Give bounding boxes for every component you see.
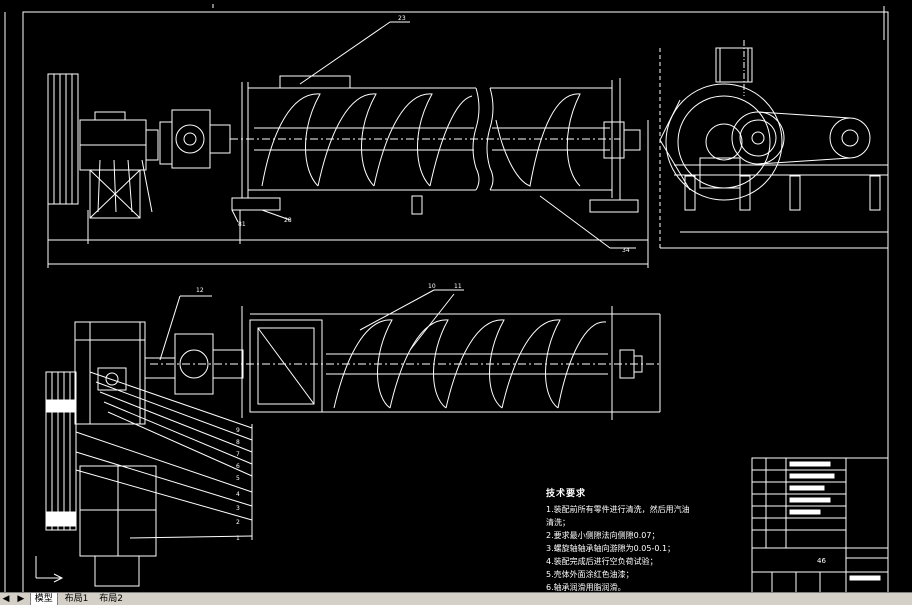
leader-num-9: 9 bbox=[236, 427, 240, 434]
tab-layout2[interactable]: 布局2 bbox=[99, 594, 123, 604]
requirements-title: 技术要求 bbox=[546, 489, 587, 499]
balloon-12: 12 bbox=[196, 287, 204, 294]
leader-num-3: 3 bbox=[236, 505, 240, 512]
sheet-number: 46 bbox=[817, 557, 826, 565]
tab-layout1[interactable]: 布局1 bbox=[64, 594, 89, 604]
requirement-item: 1.装配前所有零件进行清洗，然后用汽油 bbox=[546, 505, 690, 514]
leader-num-4: 4 bbox=[236, 491, 240, 498]
balloon-28: 28 bbox=[284, 217, 292, 224]
title-block bbox=[751, 457, 889, 594]
requirement-item: 3.螺旋轴轴承轴向游隙为0.05-0.1； bbox=[546, 544, 676, 553]
requirement-item: 清洗； bbox=[546, 518, 570, 527]
balloon-10: 10 bbox=[428, 283, 436, 290]
leader-num-5: 5 bbox=[236, 475, 240, 482]
top-elevation-view bbox=[47, 21, 649, 268]
requirement-item: 4.装配完成后进行空负荷试验； bbox=[546, 557, 658, 566]
balloon-34: 34 bbox=[622, 247, 630, 254]
side-view bbox=[659, 40, 889, 250]
tab-model[interactable]: 模型 bbox=[29, 593, 58, 605]
ucs-icon bbox=[35, 556, 64, 583]
requirement-item: 2.要求最小侧隙法向侧隙0.07； bbox=[546, 531, 660, 540]
layout-tab-bar: ◀ ▶ 模型 布局1 布局2 bbox=[0, 592, 912, 605]
requirement-item: 6.轴承润滑用脂润滑。 bbox=[546, 583, 626, 592]
leader-num-6: 6 bbox=[236, 463, 240, 470]
plan-view bbox=[45, 289, 661, 587]
tab-nav-prev-icon[interactable]: ◀ bbox=[2, 594, 10, 604]
tab-nav-next-icon[interactable]: ▶ bbox=[17, 594, 25, 604]
technical-requirements: 技术要求 1.装配前所有零件进行清洗，然后用汽油 清洗； 2.要求最小侧隙法向侧… bbox=[546, 488, 690, 594]
balloon-11: 11 bbox=[454, 283, 462, 290]
requirement-item: 5.壳体外面涂红色油漆； bbox=[546, 570, 634, 579]
balloon-81: 81 bbox=[238, 221, 246, 228]
leader-num-2: 2 bbox=[236, 519, 240, 526]
leader-num-8: 8 bbox=[236, 439, 240, 446]
leader-num-7: 7 bbox=[236, 451, 240, 458]
leader-num-1: 1 bbox=[236, 535, 240, 542]
balloon-23: 23 bbox=[398, 15, 406, 22]
